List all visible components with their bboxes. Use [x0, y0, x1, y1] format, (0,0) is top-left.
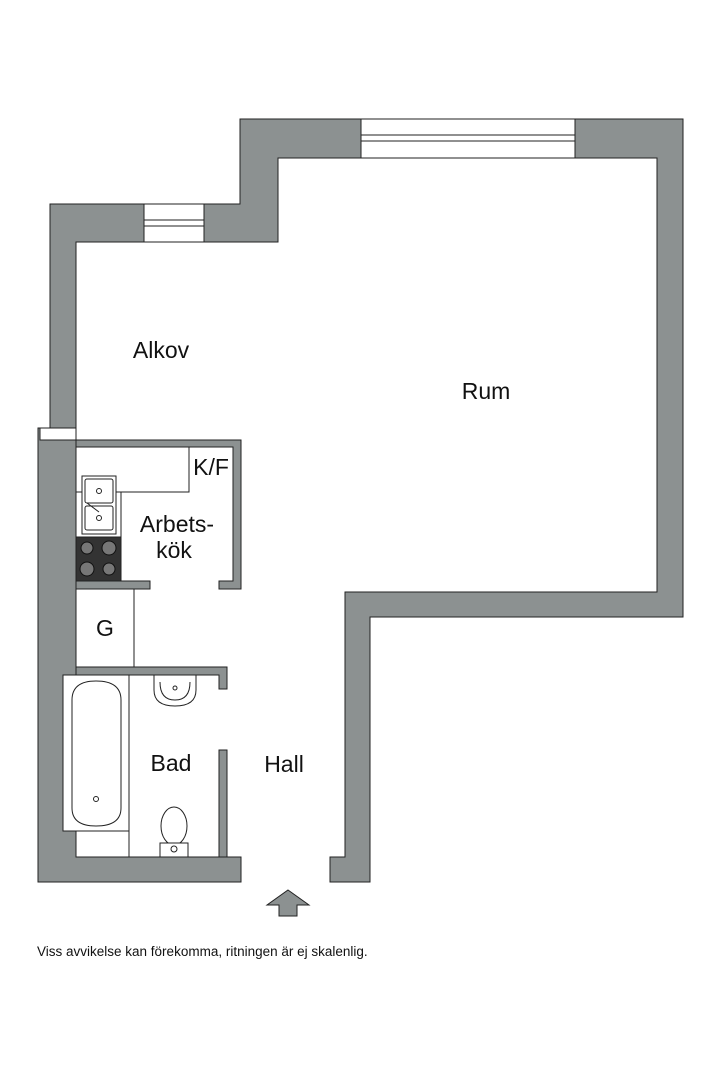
window-alkov: [143, 203, 205, 243]
outer-walls: [37, 118, 684, 883]
room-label-kf: K/F: [193, 454, 229, 480]
room-label-hall: Hall: [264, 751, 304, 777]
stove-icon: [75, 536, 122, 582]
window-top: [360, 118, 576, 159]
kitchen-wall: [75, 439, 242, 590]
room-label-arbetskok-line2: kök: [156, 537, 192, 563]
disclaimer-text: Viss avvikelse kan förekomma, ritningen …: [37, 944, 368, 959]
washbasin-icon: [153, 674, 197, 707]
bathroom-side-wall: [218, 749, 228, 858]
room-label-arbetskok-line1: Arbets-: [140, 511, 214, 537]
entrance-arrow-icon: [265, 889, 311, 917]
double-sink-icon: [81, 475, 117, 535]
room-label-rum: Rum: [462, 378, 511, 404]
room-label-bad: Bad: [151, 750, 192, 776]
bathtub-icon: [62, 674, 130, 832]
kitchen-bottom-wall: [75, 580, 151, 590]
room-label-alkov: Alkov: [133, 337, 190, 363]
room-label-g: G: [96, 615, 114, 641]
toilet-icon: [159, 806, 189, 858]
